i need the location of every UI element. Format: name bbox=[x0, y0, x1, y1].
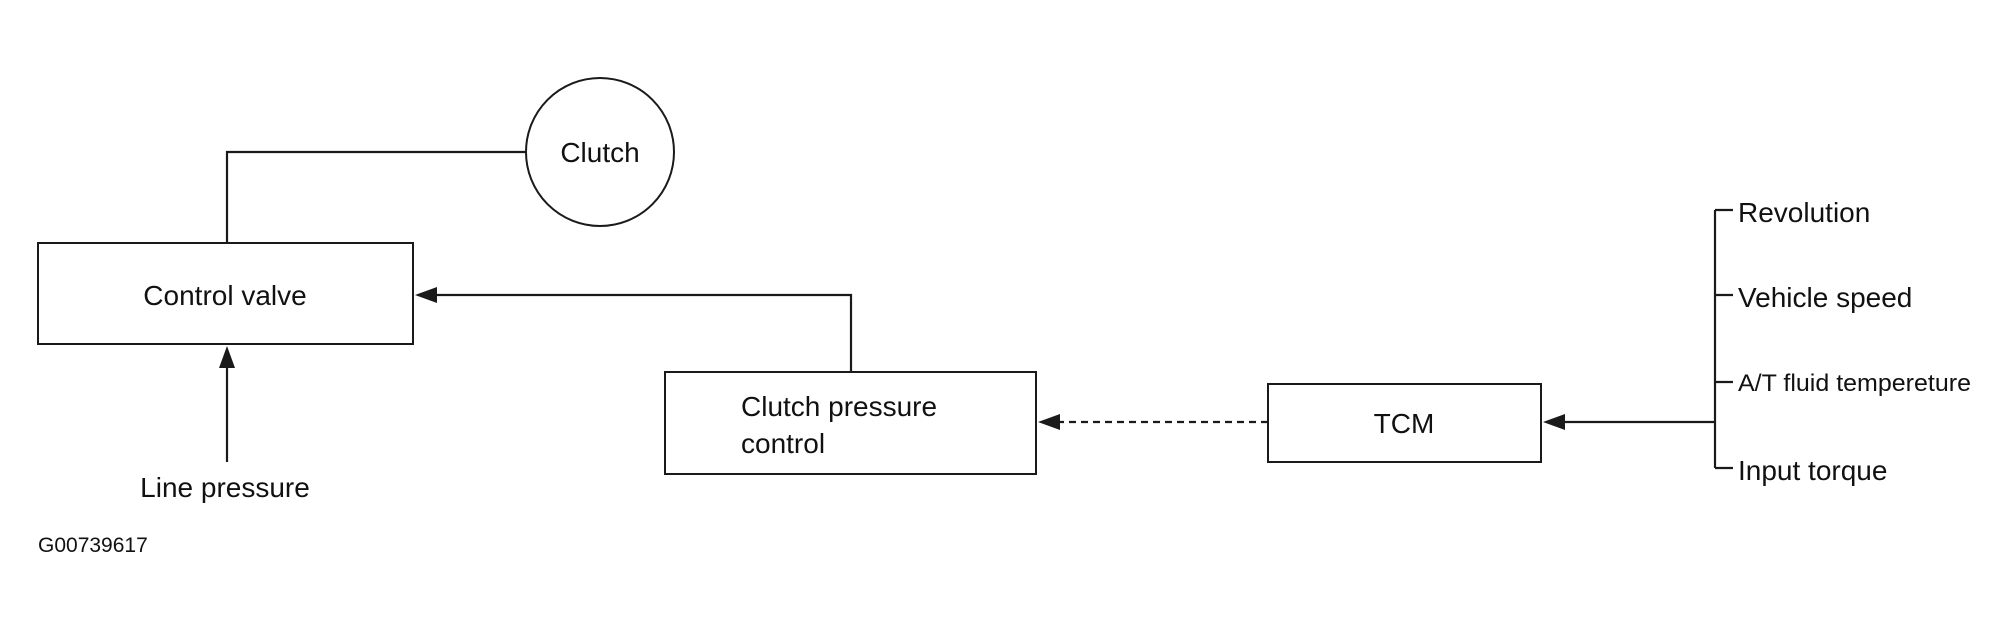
input-label-fluid-temperature: A/T fluid tempereture bbox=[1738, 370, 1971, 397]
tcm-box bbox=[1267, 383, 1542, 463]
control-valve-input-arrowhead bbox=[415, 287, 437, 303]
line-pressure-label: Line pressure bbox=[140, 472, 310, 503]
clutch-pressure-control-box bbox=[664, 371, 1037, 475]
clutch-pressure-control-label-line-1: Clutch pressure bbox=[741, 391, 937, 422]
figure-code: G00739617 bbox=[38, 534, 148, 557]
tcm-input-arrowhead bbox=[1543, 414, 1565, 430]
pressure-control-to-valve-line bbox=[437, 293, 853, 372]
clutch-to-valve-line bbox=[225, 150, 527, 243]
input-label-vehicle-speed: Vehicle speed bbox=[1738, 282, 1912, 313]
line-pressure-arrowhead bbox=[219, 346, 235, 368]
control-valve-label: Control valve bbox=[143, 280, 306, 311]
control-valve-box bbox=[37, 242, 414, 345]
input-label-revolution: Revolution bbox=[1738, 197, 1870, 228]
clutch-pressure-control-label-line-2: control bbox=[741, 428, 825, 459]
input-label-input-torque: Input torque bbox=[1738, 455, 1887, 486]
pressure-control-input-arrowhead bbox=[1038, 414, 1060, 430]
tcm-label: TCM bbox=[1374, 408, 1435, 439]
clutch-node bbox=[525, 77, 675, 227]
clutch-label: Clutch bbox=[560, 137, 639, 168]
